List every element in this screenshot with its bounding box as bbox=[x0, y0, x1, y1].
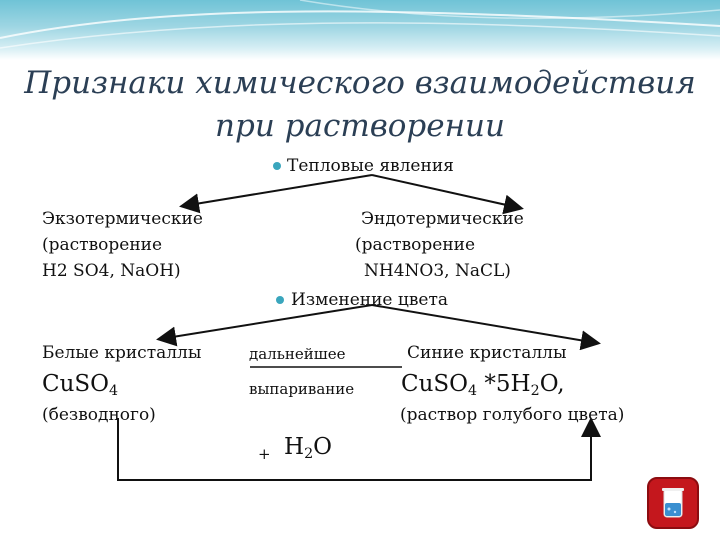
hydrate-formula: CuSO4 *5H2O, bbox=[401, 371, 565, 399]
arrow-to-blue-crystals bbox=[371, 304, 601, 351]
slide-title: Признаки химического взаимодействия при … bbox=[0, 62, 720, 148]
arrow-to-white-crystals bbox=[156, 304, 373, 347]
header-wave-decoration bbox=[0, 0, 720, 49]
blue-solution-label: (раствор голубого цвета) bbox=[400, 405, 625, 425]
header-band bbox=[0, 0, 720, 60]
arrow-to-endothermic bbox=[371, 174, 524, 215]
blue-crystals-label: Синие кристаллы bbox=[407, 343, 567, 363]
cycle-arrow bbox=[117, 417, 601, 481]
title-line-1: Признаки химического взаимодействия bbox=[24, 65, 696, 101]
arrow-to-exothermic bbox=[179, 174, 373, 214]
bullet-color-change: Изменение цвета bbox=[291, 290, 449, 310]
exothermic-line-3: H2 SO4, NaOH) bbox=[42, 261, 181, 281]
evaporation-label-1: дальнейшее bbox=[249, 345, 346, 363]
title-line-2: при растворении bbox=[215, 108, 505, 144]
bullet-dot-heat bbox=[273, 162, 281, 170]
white-crystals-label: Белые кристаллы bbox=[42, 343, 202, 363]
cuso4-formula: CuSO4 bbox=[42, 371, 119, 399]
endothermic-line-1: Эндотермические bbox=[361, 209, 524, 229]
exothermic-line-1: Экзотермические bbox=[42, 209, 203, 229]
endothermic-line-3: NH4NO3, NaCL) bbox=[364, 261, 511, 281]
anhydrous-label: (безводного) bbox=[42, 405, 156, 425]
water-formula: H2O bbox=[284, 434, 332, 462]
plus-sign: + bbox=[258, 445, 271, 463]
exothermic-line-2: (растворение bbox=[42, 235, 163, 255]
bullet-dot-color bbox=[276, 296, 284, 304]
beaker-icon bbox=[662, 488, 684, 518]
bullet-heat-phenomena: Тепловые явления bbox=[287, 156, 454, 176]
endothermic-line-2: (растворение bbox=[355, 235, 476, 255]
evaporation-label-2: выпаривание bbox=[249, 380, 355, 398]
beaker-nav-button[interactable] bbox=[647, 477, 699, 529]
